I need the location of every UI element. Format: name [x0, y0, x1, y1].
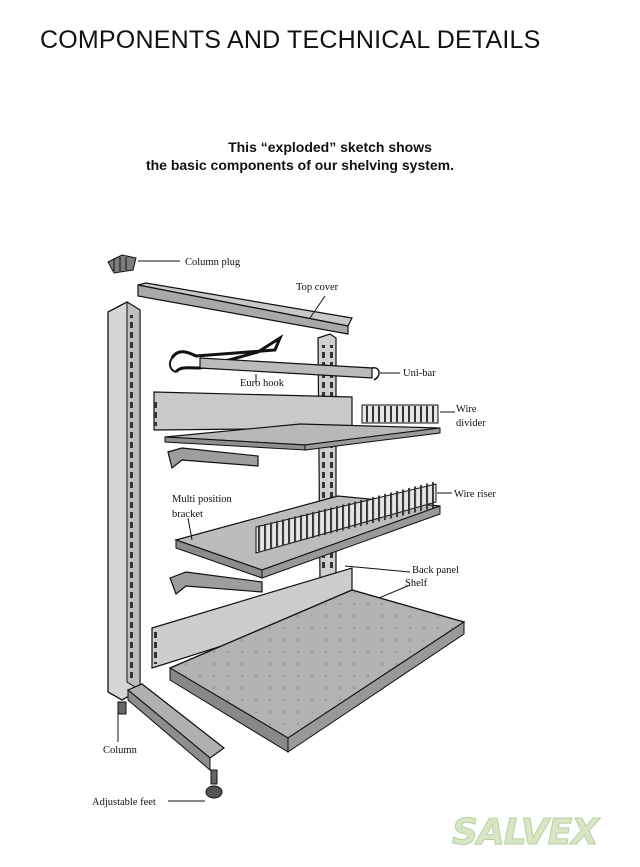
- label-wire-divider-1: Wire: [456, 404, 477, 415]
- top-shelf-assembly: [153, 391, 441, 451]
- lower-bracket-part: [169, 571, 263, 595]
- base-kickplate-part: [117, 683, 226, 772]
- uni-bar-part: [199, 357, 380, 381]
- label-euro-hook: Euro hook: [240, 378, 285, 389]
- wire-divider-part: [361, 404, 439, 424]
- label-wire-riser: Wire riser: [454, 489, 496, 500]
- adjustable-foot-part: [205, 769, 223, 799]
- label-column: Column: [103, 745, 138, 756]
- label-back-panel: Back panel: [412, 565, 459, 576]
- column-plug-part: [107, 254, 137, 274]
- label-top-cover: Top cover: [296, 282, 339, 293]
- salvex-watermark: SALVEX: [452, 812, 600, 854]
- label-adjustable-feet: Adjustable feet: [92, 797, 156, 808]
- leader-line: [309, 295, 326, 319]
- page-title: COMPONENTS AND TECHNICAL DETAILS: [40, 26, 541, 54]
- wire-riser-part: [255, 481, 437, 554]
- euro-hook-part: [168, 334, 284, 374]
- left-column-part: [107, 301, 141, 701]
- intro-line-1: This “exploded” sketch shows: [228, 139, 432, 155]
- label-wire-divider-2: divider: [456, 418, 486, 429]
- top-cover-part: [137, 282, 353, 335]
- leader-line: [187, 517, 193, 541]
- upper-bracket-part: [167, 447, 259, 470]
- label-shelf: Shelf: [405, 578, 428, 589]
- bottom-shelf-part: [168, 589, 466, 753]
- intro-line-2: the basic components of our shelving sys…: [145, 157, 455, 173]
- label-uni-bar: Uni-bar: [403, 368, 436, 379]
- label-column-plug: Column plug: [185, 257, 241, 268]
- label-multi-bracket-1: Multi position: [172, 494, 233, 505]
- leader-line: [344, 565, 411, 573]
- label-multi-bracket-2: bracket: [172, 509, 203, 520]
